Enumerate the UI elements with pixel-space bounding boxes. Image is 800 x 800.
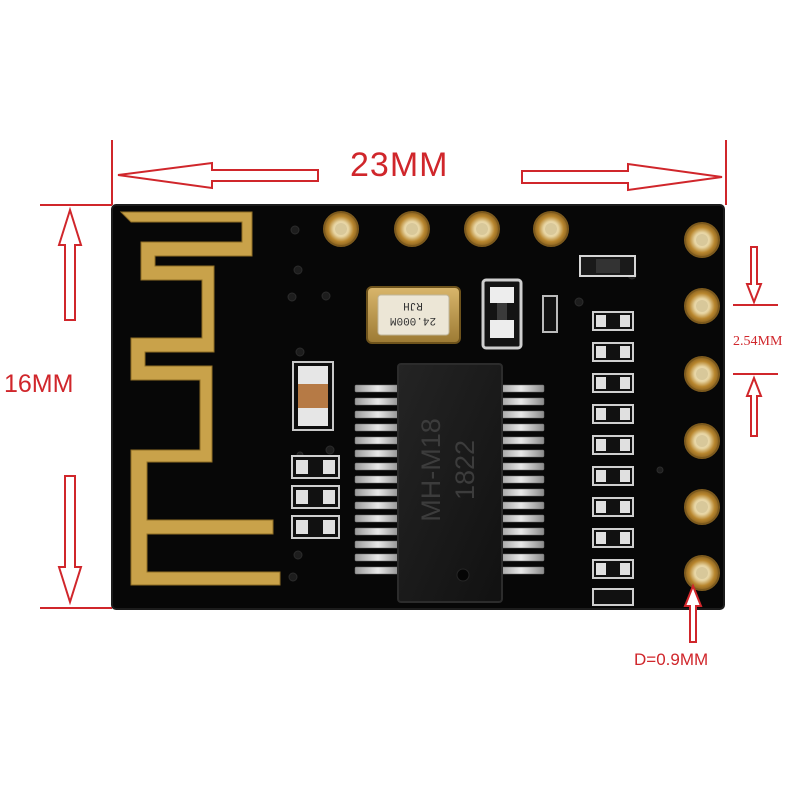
top-header-pads — [323, 211, 569, 247]
pin-pitch-label: 2.54MM — [733, 334, 783, 349]
height-label: 16MM — [4, 370, 74, 398]
dimension-annotations — [40, 140, 778, 643]
width-arrow-left — [117, 161, 319, 190]
led-component — [481, 278, 523, 350]
smd-component-top-right — [579, 255, 636, 277]
resistors-left — [291, 455, 340, 539]
width-arrow-right — [521, 162, 723, 192]
smd-column-right — [592, 311, 634, 606]
crystal-freq-marking: 24.000M — [390, 314, 436, 326]
ic-body — [397, 363, 503, 603]
capacitor-left — [292, 361, 334, 431]
hole-diameter-label: D=0.9MM — [634, 650, 709, 669]
main-ic: MH-M18 1822 — [354, 363, 545, 603]
pitch-arrow-up — [745, 375, 763, 437]
width-label: 23MM — [350, 146, 449, 184]
pcb-antenna-trace — [119, 211, 281, 586]
right-header-pads — [684, 222, 720, 591]
pitch-arrow-down — [745, 246, 763, 305]
height-arrow-up — [57, 206, 83, 321]
crystal-brand-marking: RJH — [403, 299, 423, 311]
height-arrow-down — [57, 475, 83, 606]
hole-arrow-up — [683, 583, 703, 643]
ic-model-marking: MH-M18 — [416, 418, 446, 522]
ic-date-marking: 1822 — [450, 440, 480, 500]
crystal-oscillator: 24.000M RJH — [366, 286, 461, 344]
ic-right-pins — [497, 384, 545, 575]
smd-component-small — [542, 295, 558, 333]
ic-left-pins — [354, 384, 402, 575]
ic-pin1-dot — [456, 568, 470, 582]
